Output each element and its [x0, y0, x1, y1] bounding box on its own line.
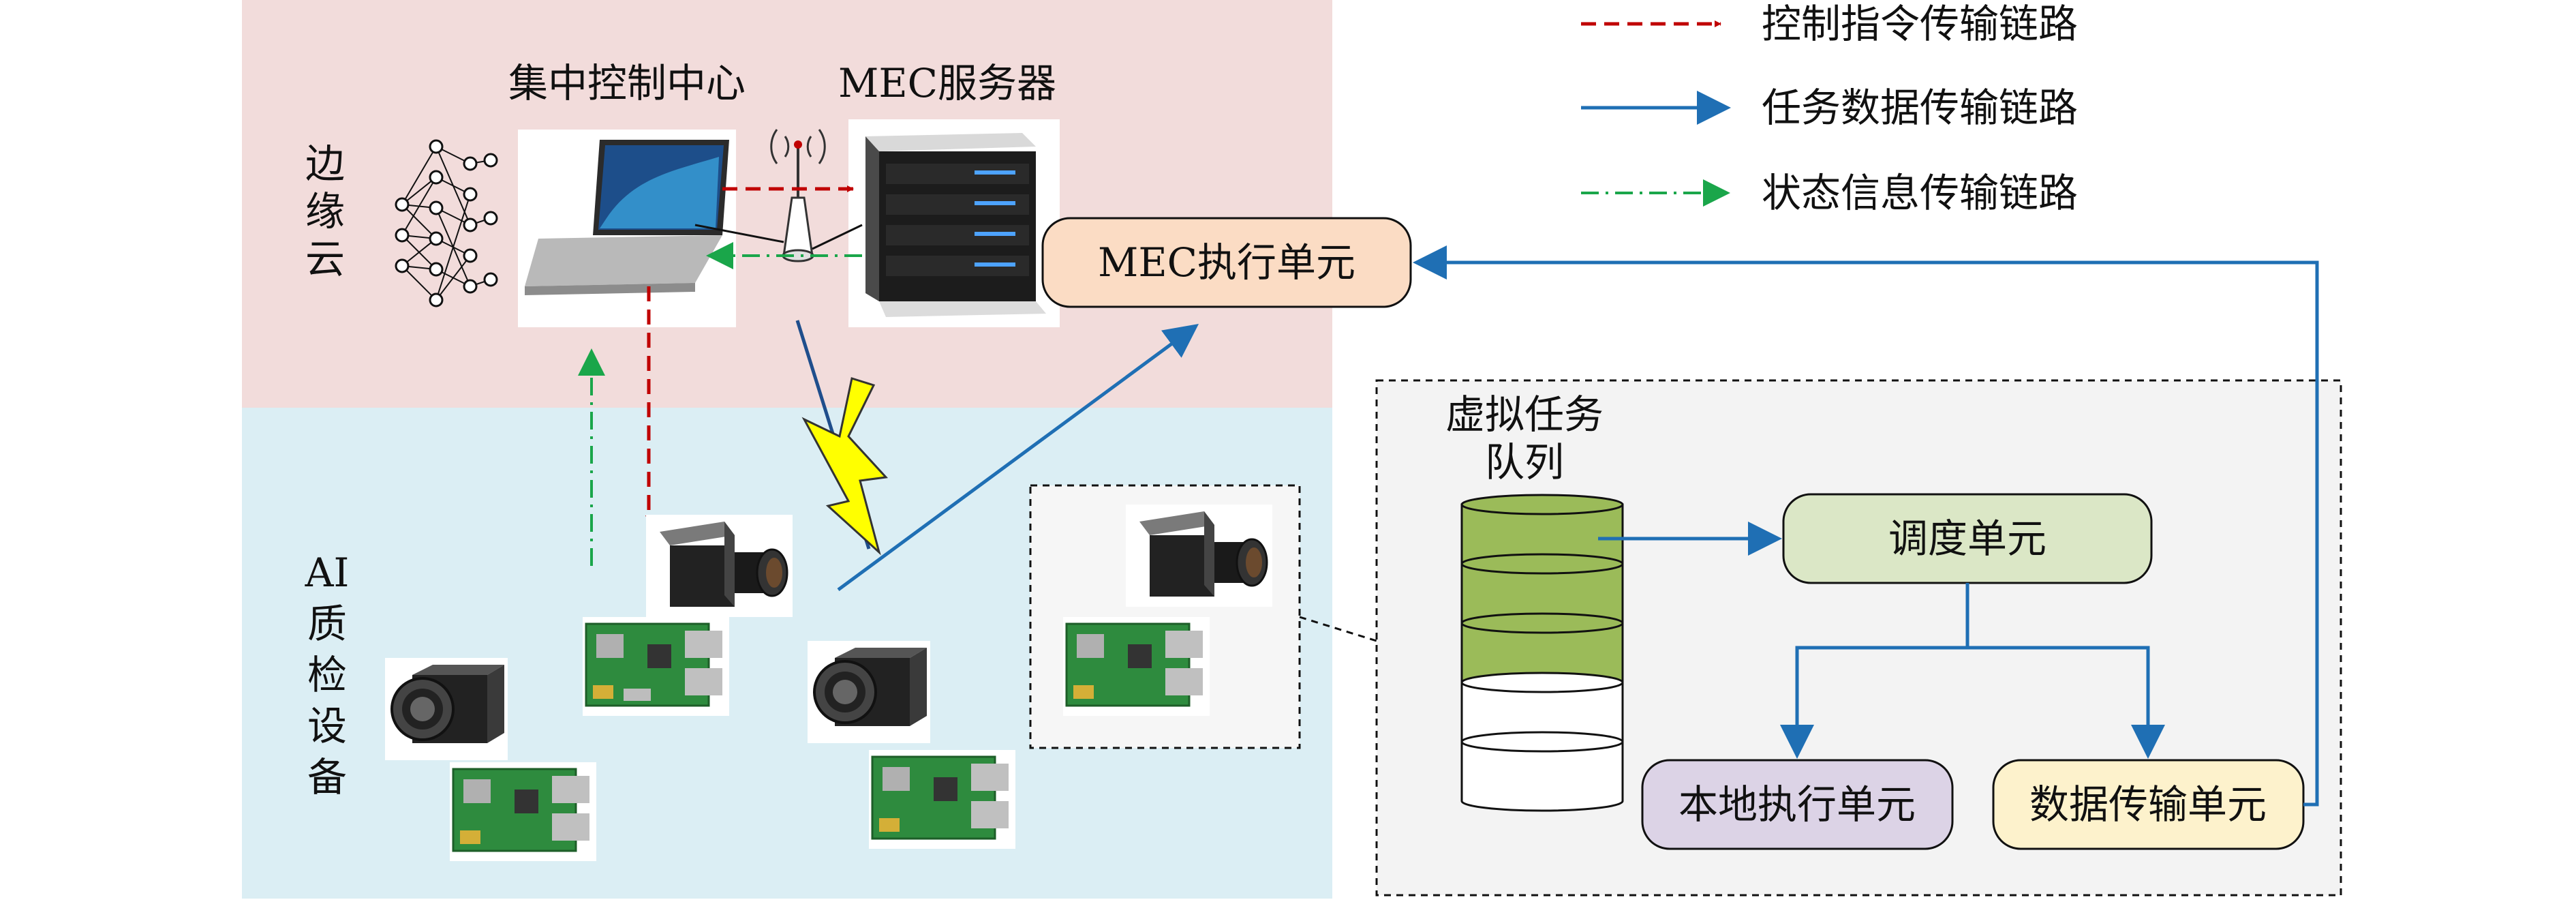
raspberry-pi-icon-2: [450, 762, 596, 861]
raspberry-pi-icon-3: [869, 750, 1015, 849]
wireless-link-icon: [795, 320, 889, 556]
legend-label-data: 任务数据传输链路: [1762, 85, 2078, 131]
data-link-device-mec: [837, 324, 1199, 592]
camera-icon-2: [385, 658, 508, 760]
legend-label-control: 控制指令传输链路: [1762, 1, 2078, 47]
edge-cloud-region: [242, 0, 1332, 408]
svg-text:云: 云: [305, 236, 345, 282]
zoom-connector: [1299, 616, 1377, 642]
raspberry-pi-icon-1: [583, 617, 729, 716]
data-link-scheduler-datatx: [1967, 646, 2165, 759]
camera-icon-1: [646, 515, 793, 617]
mec-exec-box: [1041, 217, 1412, 308]
local-exec-label: 本地执行单元: [1678, 781, 1916, 828]
queue-slot: [1460, 731, 1624, 812]
camera-icon-4: [1126, 505, 1272, 607]
scheduler-label: 调度单元: [1888, 515, 2046, 562]
raspberry-pi-icon-4: [1063, 617, 1210, 716]
data-link-scheduler-split: [1780, 583, 1969, 759]
svg-text:缘: 缘: [305, 188, 345, 235]
virtual-queue-stack: [1460, 494, 1624, 812]
neural-network-icon: [395, 139, 498, 307]
virtual-queue-label-line2: 队列: [1485, 439, 1564, 485]
svg-text:设: 设: [307, 703, 347, 749]
virtual-queue-label-line1: 虚拟任务: [1445, 391, 1604, 438]
server-icon: [848, 119, 1060, 327]
legend-label-status: 状态信息传输链路: [1762, 170, 2078, 216]
camera-icon-3: [808, 641, 930, 743]
cable-laptop-router: [694, 224, 784, 243]
central-control-label: 集中控制中心: [508, 60, 746, 106]
laptop-icon: [518, 130, 736, 327]
edge-cloud-label: 边 缘 云: [305, 140, 345, 282]
data-link-datatx-mec: [1413, 245, 2319, 807]
svg-text:检: 检: [307, 652, 347, 698]
cable-router-server: [812, 224, 863, 250]
mec-exec-label: MEC执行单元: [1098, 239, 1355, 286]
svg-text:AI: AI: [305, 550, 350, 596]
svg-text:边: 边: [305, 140, 345, 187]
mec-server-label: MEC服务器: [838, 60, 1056, 106]
local-exec-box: [1641, 759, 1954, 850]
svg-text:质: 质: [307, 601, 347, 647]
data-tx-label: 数据传输单元: [2029, 781, 2267, 828]
svg-text:备: 备: [307, 754, 347, 800]
legend: 控制指令传输链路 任务数据传输链路 状态信息传输链路: [1581, 1, 2078, 216]
ai-devices-label: AI 质 检 设 备: [305, 550, 350, 800]
